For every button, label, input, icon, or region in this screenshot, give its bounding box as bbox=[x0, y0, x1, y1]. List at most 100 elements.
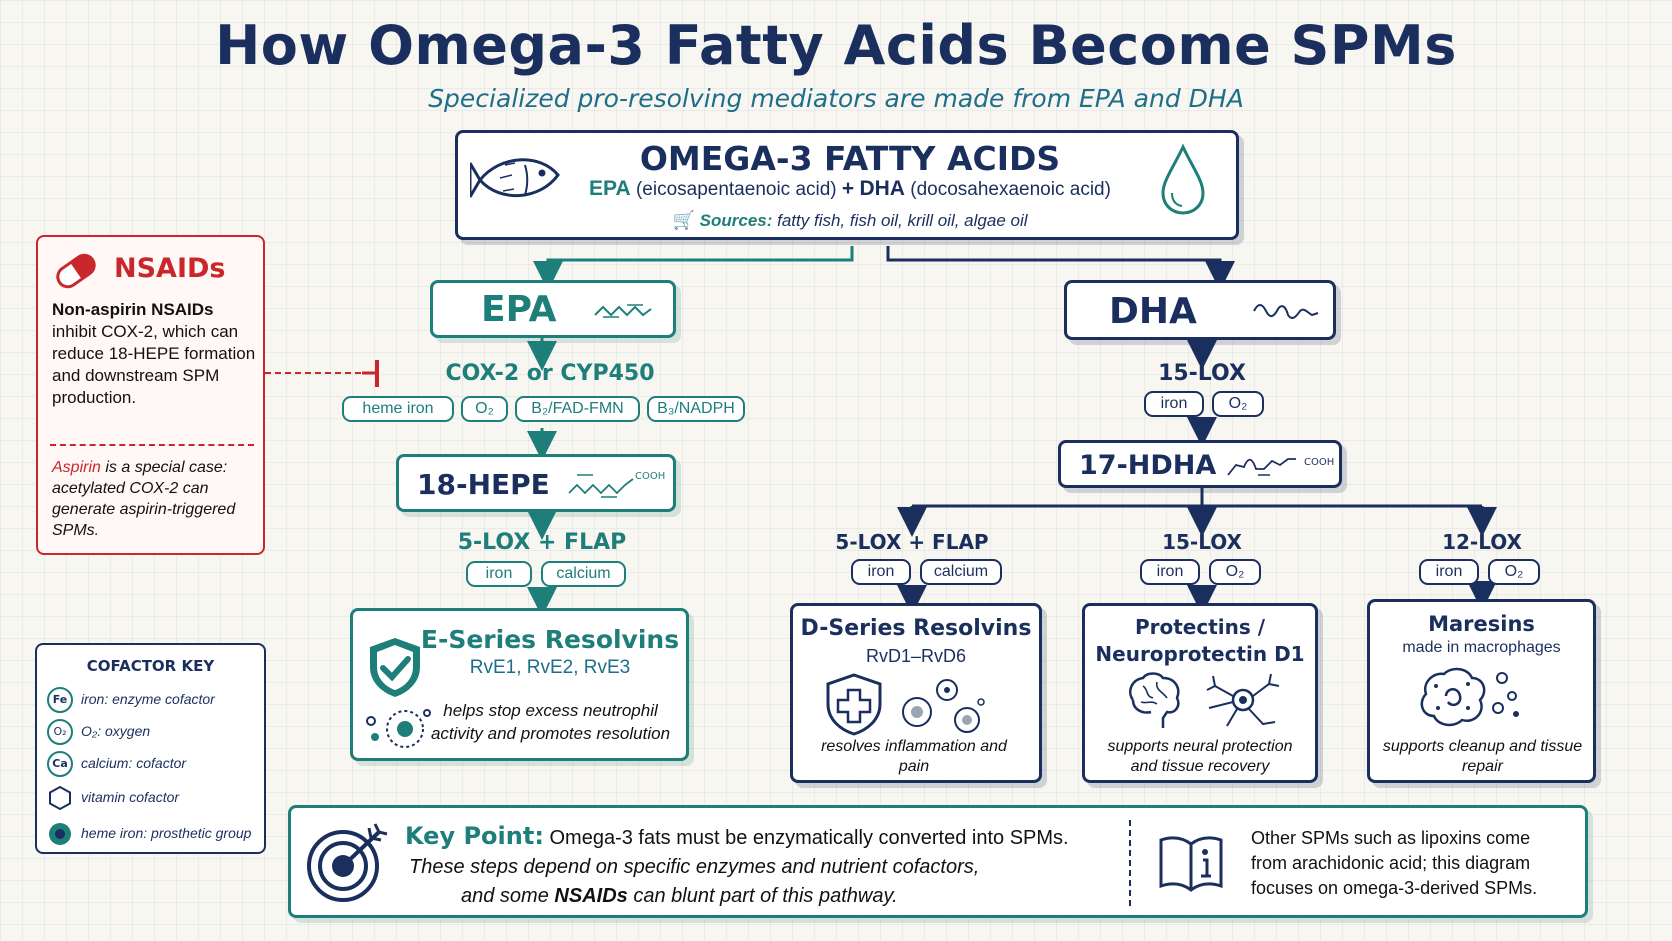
cofactor-key-label: iron: enzyme cofactor bbox=[81, 691, 215, 707]
dseries-title: D-Series Resolvins bbox=[800, 616, 1032, 641]
dha-enzyme1: 15-LOX bbox=[1158, 361, 1246, 386]
epa-label: EPA bbox=[481, 289, 557, 330]
omega3-acids-line: EPA (eicosapentaenoic acid) + DHA (docos… bbox=[458, 177, 1242, 201]
immune-cells-icon bbox=[902, 679, 985, 733]
protectins-desc: supports neural protection and tissue re… bbox=[1107, 738, 1293, 775]
cofactor-key-item: Fe iron: enzyme cofactor bbox=[47, 687, 257, 713]
aspirin-text-block: Aspirin is a special case: acetylated CO… bbox=[52, 457, 258, 541]
epa-abbr: EPA bbox=[589, 177, 631, 200]
17hdha-molecule-icon bbox=[1227, 458, 1296, 476]
target-icon bbox=[307, 823, 388, 902]
18hepe-molecule-icon bbox=[568, 474, 634, 498]
key-point-text1: Omega-3 fats must be enzymatically conve… bbox=[549, 827, 1069, 849]
cofactor-pill: iron bbox=[1144, 391, 1204, 417]
cofactor-pill: O₂ bbox=[1212, 391, 1264, 417]
key-point-line3-pre: and some bbox=[461, 885, 549, 907]
cofactor-pill: B₃/NADPH bbox=[647, 396, 745, 422]
maresins-box: Maresins made in macrophages supports cl… bbox=[1367, 599, 1596, 783]
dseries-subtitle: RvD1–RvD6 bbox=[865, 646, 967, 666]
18hepe-label: 18-HEPE bbox=[417, 468, 550, 501]
cart-icon: 🛒 bbox=[672, 210, 695, 230]
cofactor-key-label: vitamin cofactor bbox=[81, 789, 180, 805]
key-point-nsaids: NSAIDs bbox=[554, 885, 628, 907]
eseries-box: E-Series Resolvins RvE1, RvE2, RvE3 help… bbox=[350, 608, 689, 761]
cofactor-key-item: Ca calcium: cofactor bbox=[47, 751, 257, 777]
cofactor-pill: iron bbox=[466, 561, 532, 587]
cofactor-pill: O₂ bbox=[461, 396, 508, 422]
book-info-icon bbox=[1159, 836, 1223, 892]
sources-text: fatty fish, fish oil, krill oil, algae o… bbox=[777, 211, 1028, 230]
oxygen-symbol-icon: O₂ bbox=[47, 719, 73, 745]
shield-cross-icon bbox=[826, 673, 882, 736]
key-point-box: Key Point: Omega-3 fats must be enzymati… bbox=[288, 805, 1588, 918]
droplet-icon bbox=[1161, 143, 1205, 215]
cofactor-key-label: calcium: cofactor bbox=[81, 755, 187, 771]
page-title: How Omega-3 Fatty Acids Become SPMs bbox=[215, 14, 1457, 77]
pill-icon bbox=[56, 253, 96, 289]
cofactor-key-title: COFACTOR KEY bbox=[86, 657, 215, 675]
cofactor-key-item: O₂ O₂: oxygen bbox=[47, 719, 257, 745]
cofactor-pill: iron bbox=[1419, 559, 1479, 585]
eseries-desc: helps stop excess neutrophil activity an… bbox=[430, 701, 671, 743]
epa-full: (eicosapentaenoic acid) bbox=[635, 179, 837, 200]
cofactor-pill: heme iron bbox=[342, 396, 454, 422]
branch-17hdha bbox=[912, 488, 1482, 508]
17hdha-label: 17-HDHA bbox=[1079, 450, 1217, 481]
cofactor-pill: iron bbox=[1140, 559, 1200, 585]
key-point-line1: Key Point: Omega-3 fats must be enzymati… bbox=[405, 822, 1069, 850]
heme-icon bbox=[49, 823, 71, 845]
nsaids-box: NSAIDs Non-aspirin NSAIDs inhibit COX-2,… bbox=[36, 235, 265, 555]
cofactor-pill: calcium bbox=[541, 561, 626, 587]
cofactor-key-label: heme iron: prosthetic group bbox=[81, 825, 252, 841]
cofactor-pill: calcium bbox=[920, 559, 1002, 585]
key-point-side-note: Other SPMs such as lipoxins come from ar… bbox=[1251, 828, 1538, 898]
nsaids-divider bbox=[50, 444, 254, 446]
key-point-divider bbox=[1129, 820, 1131, 906]
maresins-desc: supports cleanup and tissue repair bbox=[1382, 738, 1583, 775]
brain-icon bbox=[1129, 672, 1180, 728]
cofactor-pill: O₂ bbox=[1209, 559, 1261, 585]
epa-enzyme2: 5-LOX + FLAP bbox=[457, 530, 627, 555]
17hdha-cooh: COOH bbox=[1304, 457, 1335, 468]
key-point-line2: These steps depend on specific enzymes a… bbox=[409, 856, 980, 878]
fish-icon bbox=[470, 158, 560, 198]
shield-check-icon bbox=[370, 638, 420, 697]
18hepe-box: 18-HEPE COOH bbox=[396, 454, 676, 512]
key-point-line3-post: can blunt part of this pathway. bbox=[633, 885, 898, 907]
maresins-title: Maresins bbox=[1428, 612, 1535, 636]
nsaids-text-block: Non-aspirin NSAIDs inhibit COX-2, which … bbox=[52, 299, 258, 409]
iron-symbol-icon: Fe bbox=[47, 687, 73, 713]
cofactor-key-item: heme iron: prosthetic group bbox=[47, 821, 262, 847]
aspirin-word: Aspirin bbox=[52, 459, 101, 476]
omega3-box: OMEGA-3 FATTY ACIDS EPA (eicosapentaenoi… bbox=[455, 130, 1239, 240]
nsaids-bold-lead: Non-aspirin NSAIDs bbox=[52, 300, 214, 319]
epa-enzyme1: COX-2 or CYP450 bbox=[445, 361, 655, 386]
plus-sign: + bbox=[841, 177, 855, 200]
dseries-box: D-Series Resolvins RvD1–RvD6 resolves in… bbox=[790, 603, 1042, 783]
eseries-title: E-Series Resolvins bbox=[420, 625, 680, 654]
epa-box: EPA bbox=[430, 280, 676, 338]
key-point-label: Key Point: bbox=[405, 822, 544, 850]
sources-line: 🛒 Sources: fatty fish, fish oil, krill o… bbox=[458, 210, 1242, 231]
dseries-enzyme: 5-LOX + FLAP bbox=[835, 530, 989, 554]
dseries-desc: resolves inflammation and pain bbox=[821, 738, 1007, 775]
arrow-omega-to-dha bbox=[886, 246, 1235, 291]
arrow-omega-to-epa bbox=[533, 246, 854, 291]
cofactor-pill: iron bbox=[851, 559, 911, 585]
dha-molecule-icon bbox=[1253, 304, 1319, 319]
neuron-icon bbox=[1206, 673, 1280, 727]
cofactor-key-item: vitamin cofactor bbox=[47, 785, 257, 811]
nsaids-text: inhibit COX-2, which can reduce 18-HEPE … bbox=[52, 322, 256, 407]
sources-label: Sources: bbox=[699, 211, 773, 230]
dha-full: (docosahexaenoic acid) bbox=[910, 179, 1111, 200]
cofactor-key-label: O₂: oxygen bbox=[81, 723, 151, 739]
page-subtitle: Specialized pro-resolving mediators are … bbox=[428, 84, 1244, 113]
cofactor-pill: B₂/FAD-FMN bbox=[515, 396, 640, 422]
dha-abbr: DHA bbox=[859, 177, 905, 200]
neutrophil-cells-icon bbox=[366, 709, 431, 748]
cofactor-pill: O₂ bbox=[1488, 559, 1540, 585]
key-point-line3: and some NSAIDs can blunt part of this p… bbox=[461, 885, 898, 908]
maresins-enzyme: 12-LOX bbox=[1442, 530, 1522, 554]
calcium-symbol-icon: Ca bbox=[47, 751, 73, 777]
eseries-subtitle: RvE1, RvE2, RvE3 bbox=[469, 657, 631, 678]
